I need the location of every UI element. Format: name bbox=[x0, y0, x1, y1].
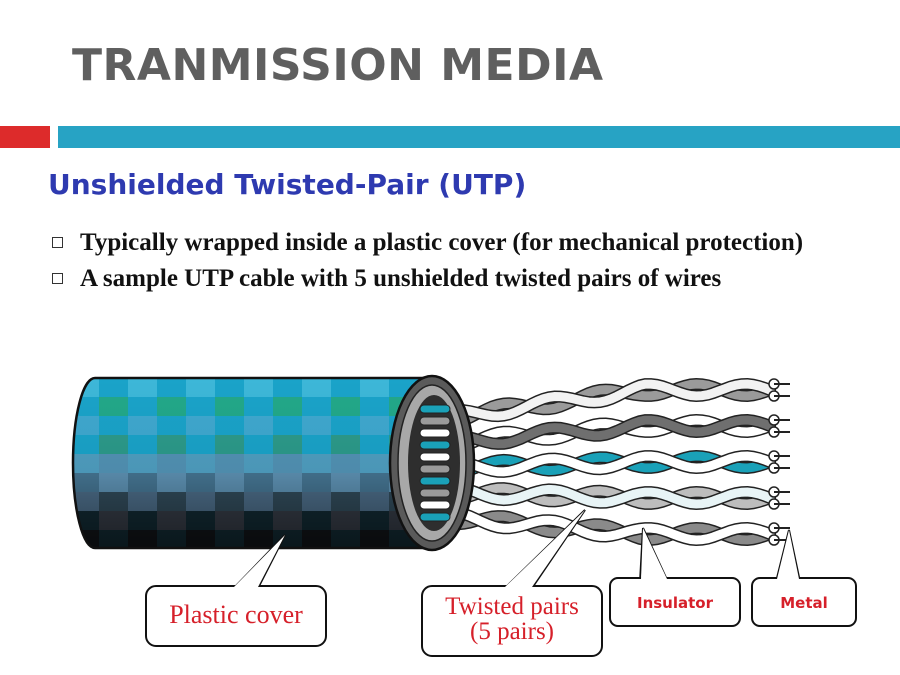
label-twisted-pairs: Twisted pairs (5 pairs) bbox=[421, 509, 603, 657]
twisted-pairs-label-line1: Twisted pairs bbox=[445, 593, 579, 620]
bullet-text: Typically wrapped inside a plastic cover… bbox=[80, 229, 804, 256]
bullet-item: Typically wrapped inside a plastic cover… bbox=[48, 228, 868, 258]
square-bullet-icon bbox=[52, 237, 63, 248]
slide-subtitle: Unshielded Twisted-Pair (UTP) bbox=[48, 168, 527, 201]
metal-label: Metal bbox=[780, 594, 828, 612]
accent-bar-red bbox=[0, 126, 50, 148]
plastic-cover-label: Plastic cover bbox=[169, 600, 303, 629]
label-metal: Metal bbox=[751, 529, 857, 627]
twisted-pair-wires bbox=[424, 377, 790, 547]
bullet-text: A sample UTP cable with 5 unshielded twi… bbox=[80, 265, 722, 292]
bullet-item: A sample UTP cable with 5 unshielded twi… bbox=[48, 264, 868, 294]
slide-title: TRANMISSION MEDIA bbox=[72, 40, 604, 91]
square-bullet-icon bbox=[52, 273, 63, 284]
label-plastic-cover: Plastic cover bbox=[145, 534, 327, 647]
plastic-cover-jacket bbox=[71, 374, 476, 552]
accent-bar-teal bbox=[58, 126, 900, 148]
label-insulator: Insulator bbox=[609, 527, 741, 627]
bullet-list: Typically wrapped inside a plastic cover… bbox=[48, 228, 868, 300]
twisted-pairs-label-line2: (5 pairs) bbox=[470, 618, 554, 645]
utp-cable-diagram: Plastic cover Twisted pairs (5 pairs) In… bbox=[71, 374, 857, 657]
insulator-label: Insulator bbox=[637, 594, 714, 612]
